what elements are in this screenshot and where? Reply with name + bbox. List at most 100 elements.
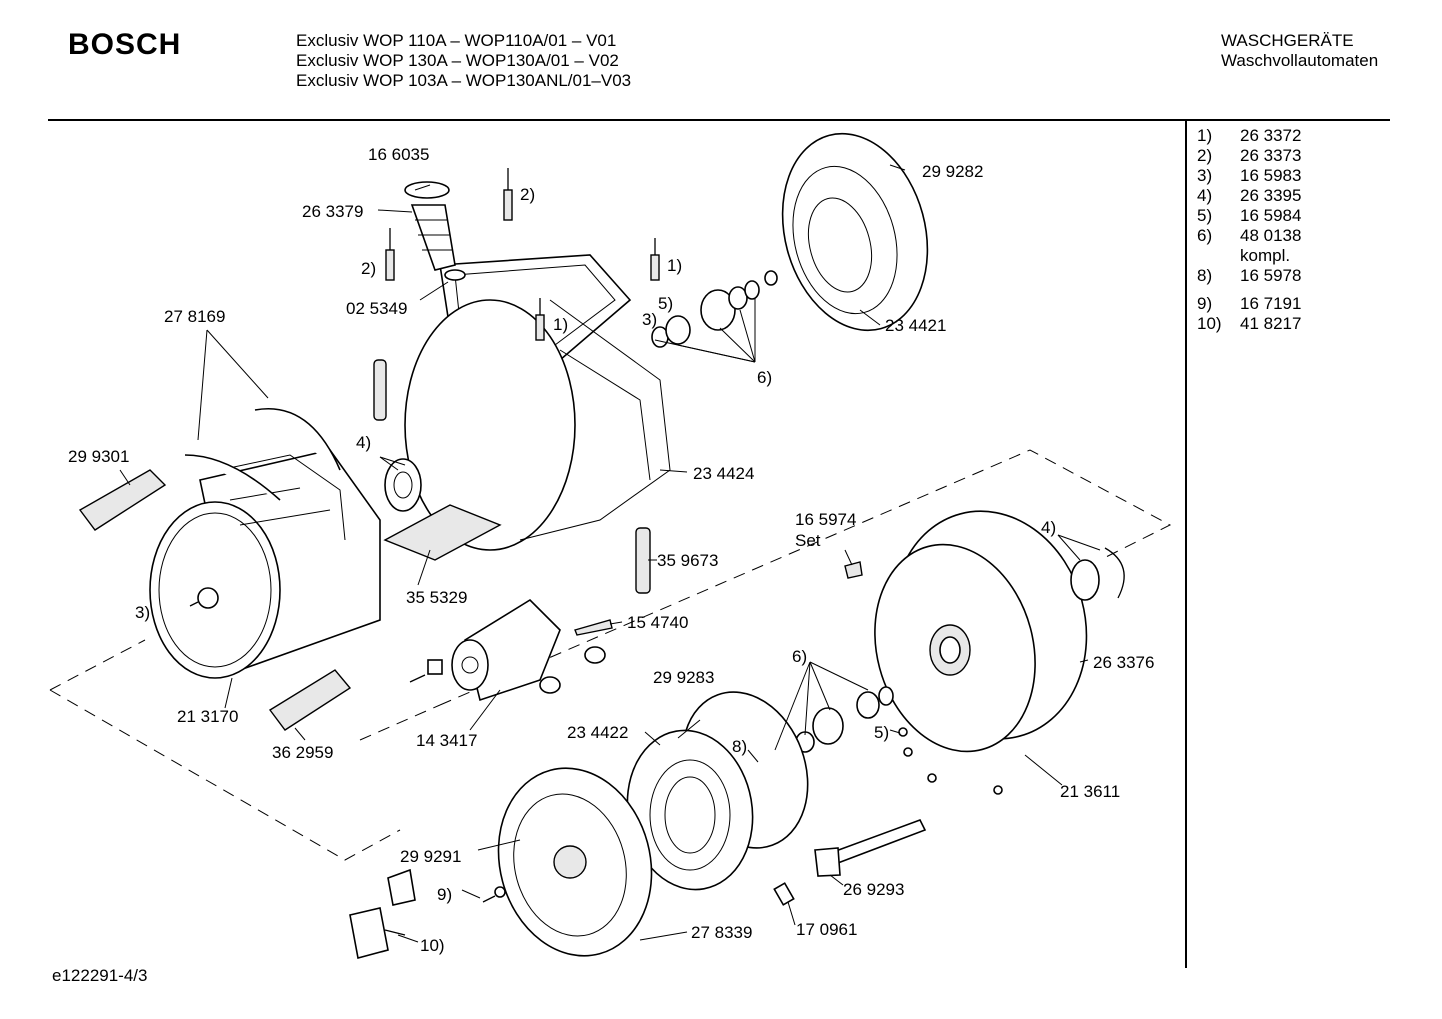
shock-absorber-left [373, 359, 387, 421]
legend-row: 2) 26 3373 [1197, 146, 1301, 166]
part-label: 27 8339 [691, 923, 752, 942]
part-label: 29 9291 [400, 847, 461, 866]
counterweight-top [78, 469, 167, 531]
door-hinge [349, 868, 506, 959]
model-line: Exclusiv WOP 110A – WOP110A/01 – V01 [296, 31, 617, 50]
ref-label: 5) [658, 294, 673, 313]
ref-label: 4) [356, 433, 371, 452]
spring-1-upper [503, 168, 513, 221]
ref-label: 2) [520, 185, 535, 204]
legend-num: 4) [1197, 186, 1213, 205]
part-label: 21 3611 [1060, 782, 1120, 801]
brand-logo: BOSCH [68, 28, 182, 61]
shock-absorber-right [635, 527, 651, 594]
part-label: 29 9283 [653, 668, 714, 687]
legend-sub: kompl. [1240, 246, 1291, 265]
legend-value: 48 0138 [1240, 226, 1302, 245]
drawing-code: e122291-4/3 [52, 966, 148, 985]
part-label: 14 3417 [416, 731, 477, 750]
category-line-2: Waschvollautomaten [1221, 51, 1379, 70]
part-label: 29 9282 [922, 162, 983, 181]
part-labels: 16 6035 26 3379 02 5349 27 8169 29 9301 … [68, 145, 1154, 942]
ref-label: 3) [642, 310, 657, 329]
heating-element [814, 819, 927, 877]
tub-front-upper [781, 132, 929, 332]
legend-value: 26 3395 [1240, 186, 1302, 205]
ref-label: 1) [667, 256, 682, 275]
legend-num: 5) [1197, 206, 1213, 225]
legend-row: 5) 16 5984 [1197, 206, 1301, 226]
counterweight-bottom [268, 669, 352, 731]
ref-label: 4) [1041, 518, 1056, 537]
legend-num: 8) [1197, 266, 1213, 285]
seal-ring-right [1070, 547, 1125, 601]
tub-rear-drum [149, 449, 381, 679]
legend-row: 1)26 3372 [1197, 126, 1301, 146]
mounting-strap [184, 408, 341, 501]
temperature-sensor [773, 882, 795, 906]
part-label: 15 4740 [627, 613, 688, 632]
legend-divider [1185, 121, 1187, 968]
model-line: Exclusiv WOP 103A – WOP130ANL/01–V03 [296, 71, 632, 90]
category-title: WASCHGERÄTE Waschvollautomaten [1221, 31, 1378, 71]
exploded-view-drawing: 16 6035 26 3379 02 5349 27 8169 29 9301 … [49, 132, 1172, 959]
legend-num: 1) [1197, 126, 1213, 145]
model-line: Exclusiv WOP 130A – WOP130A/01 – V02 [296, 51, 619, 70]
bushing [539, 646, 606, 694]
part-label: 29 9301 [68, 447, 129, 466]
legend-num: 2) [1197, 146, 1213, 165]
porthole-door [497, 767, 653, 957]
legend-row: 9)16 7191 [1197, 294, 1301, 314]
ref-labels: 2) 2) 1) 1) 5) 3) 6) 4) 3) 4) 6) 8) 5) 9… [135, 185, 1056, 955]
ref-label: 6) [792, 647, 807, 666]
screw [574, 619, 613, 636]
legend-row: 10) 41 8217 [1197, 314, 1301, 334]
part-label: 23 4424 [693, 464, 754, 483]
legend-row: 3)16 5983 [1197, 166, 1301, 186]
ground-plane [49, 449, 1172, 861]
ref-label: 3) [135, 603, 150, 622]
part-label: 17 0961 [796, 920, 857, 939]
legend-value: 16 7191 [1240, 294, 1302, 313]
ref-label: 9) [437, 885, 452, 904]
tub-front-lower [874, 510, 1088, 753]
part-label: Set [795, 531, 821, 550]
ref-label: 6) [757, 368, 772, 387]
hose-clip [844, 561, 863, 579]
bearing-seal-left [384, 458, 422, 512]
part-label: 36 2959 [272, 743, 333, 762]
part-label: 35 5329 [406, 588, 467, 607]
part-label: 35 9673 [657, 551, 718, 570]
ref-label: 8) [732, 737, 747, 756]
model-list: Exclusiv WOP 110A – WOP110A/01 – V01 Exc… [296, 31, 631, 91]
part-label: 02 5349 [346, 299, 407, 318]
spring-1-center [535, 298, 545, 341]
front-panel [626, 729, 754, 891]
part-label: 27 8169 [164, 307, 225, 326]
ref-label: 1) [553, 315, 568, 334]
bellows-hose [404, 181, 466, 281]
tub-shell-upper [404, 254, 671, 551]
part-label: 21 3170 [177, 707, 238, 726]
legend-row: 6) 48 0138 [1197, 226, 1301, 246]
part-label: 16 6035 [368, 145, 429, 164]
heater-plate [383, 504, 502, 561]
legend-value: 26 3373 [1240, 146, 1302, 165]
spring-2-left [385, 228, 395, 281]
ref-label: 10) [420, 936, 445, 955]
legend-value: 16 5983 [1240, 166, 1302, 185]
part-label: 23 4422 [567, 723, 628, 742]
leader-lines [119, 164, 1101, 943]
legend-num: 6) [1197, 226, 1213, 245]
legend-num: 10) [1197, 314, 1222, 333]
legend-row: 4) 26 3395 [1197, 186, 1301, 206]
legend-value: 41 8217 [1240, 314, 1302, 333]
parts-legend: 1)26 3372 2)26 3373 3)16 5983 4)26 3395 … [1197, 126, 1301, 334]
header-divider [48, 119, 1390, 121]
ref-label: 5) [874, 723, 889, 742]
motor [409, 598, 561, 702]
category-line-1: WASCHGERÄTE [1221, 31, 1354, 50]
part-label: 26 9293 [843, 880, 904, 899]
legend-value: 16 5984 [1240, 206, 1302, 225]
legend-row: 8)16 5978 [1197, 266, 1301, 286]
